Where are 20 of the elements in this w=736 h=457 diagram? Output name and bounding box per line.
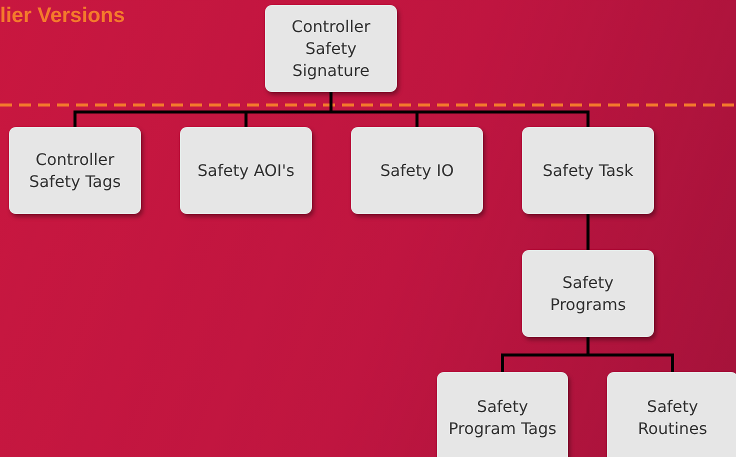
- box-label: Controller Safety Signature: [290, 16, 372, 82]
- box-label: Controller Safety Tags: [28, 148, 122, 192]
- process-box: [265, 5, 397, 92]
- heading: lier Versions: [0, 4, 125, 28]
- process-box: [607, 372, 736, 457]
- box-label: Safety Task: [542, 160, 634, 182]
- process-box: [351, 127, 483, 214]
- box-label: Safety Routines: [636, 396, 708, 440]
- box-label: Safety IO: [380, 160, 454, 182]
- box-label: Safety Program Tags: [447, 396, 558, 440]
- connector-line: [586, 337, 674, 372]
- box-label: Safety AOI's: [198, 160, 294, 182]
- connector-line: [330, 92, 590, 127]
- connector-line: [586, 214, 590, 250]
- process-box: [437, 372, 568, 457]
- process-box: [522, 127, 654, 214]
- box-label: Safety Programs: [549, 272, 627, 316]
- process-box: [9, 127, 141, 214]
- process-box: [522, 250, 654, 337]
- process-box: [180, 127, 312, 214]
